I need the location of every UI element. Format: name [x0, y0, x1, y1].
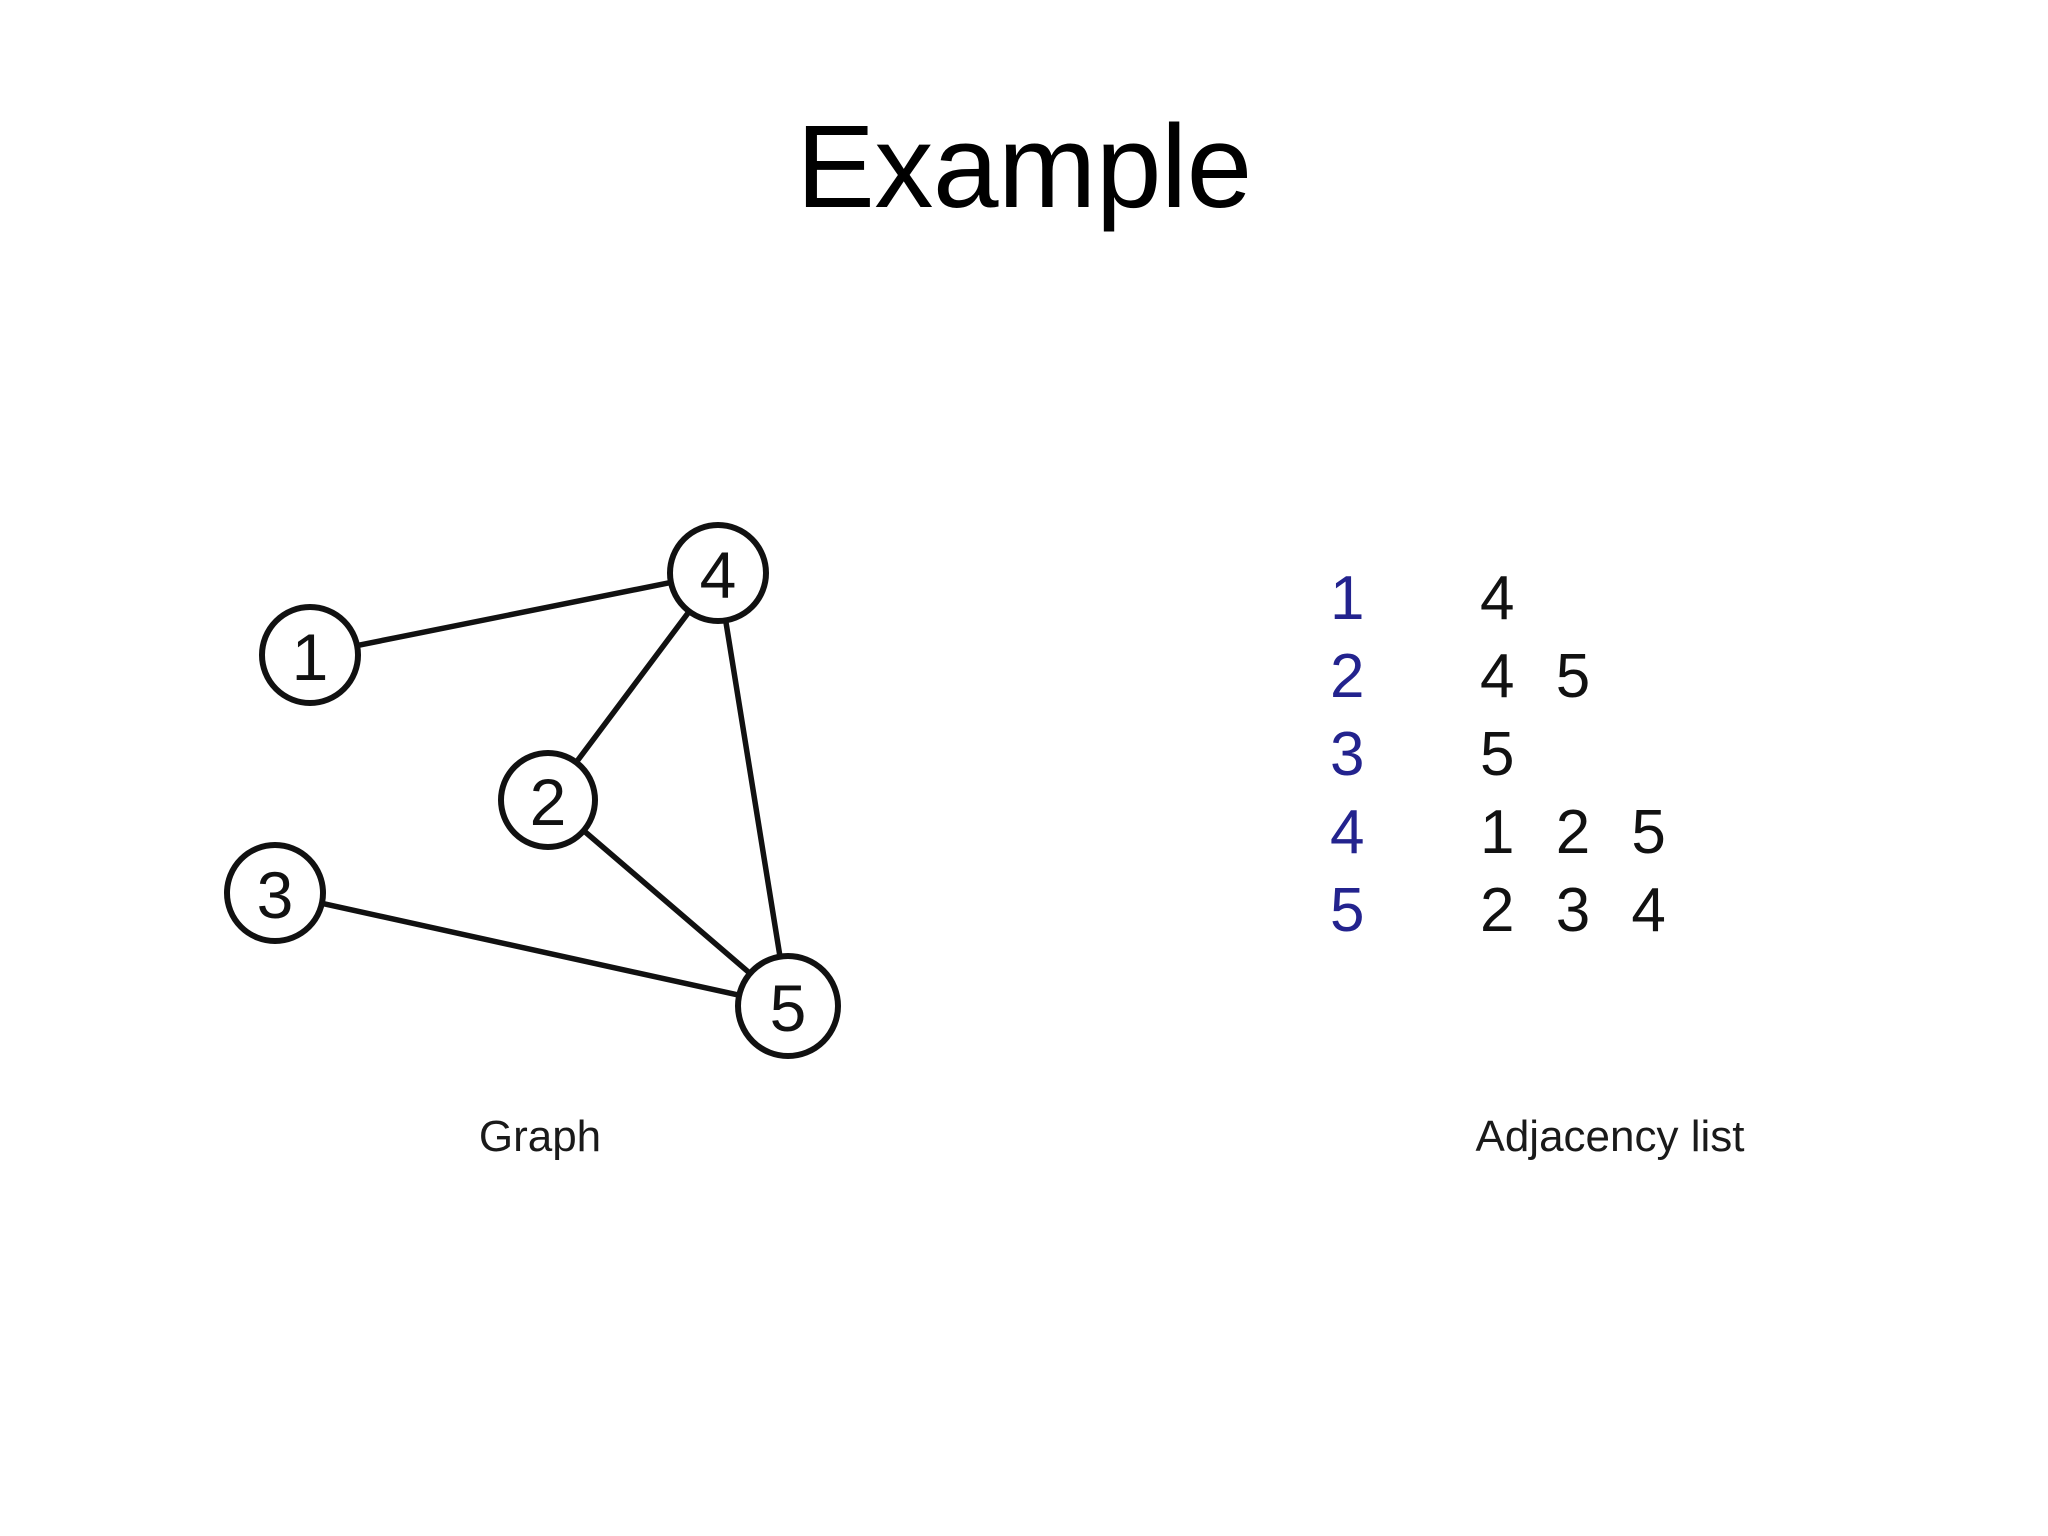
- graph-edge-4-5: [722, 617, 783, 960]
- graph-node-circle-1: [259, 604, 361, 706]
- adjacency-index-3: 3: [1330, 720, 1365, 789]
- graph-nodes-group: 1 2 3 4 5: [224, 522, 841, 1059]
- adjacency-index-5: 5: [1330, 876, 1365, 945]
- adjacency-row-2: 2 4 5: [1330, 638, 1678, 716]
- adjacency-row-4: 4 1 2 5: [1330, 794, 1678, 872]
- graph-figure: 1 2 3 4 5 Graph: [160, 490, 920, 1190]
- graph-node-3[interactable]: 3: [224, 842, 326, 944]
- adjacency-index-2: 2: [1330, 642, 1365, 711]
- graph-node-label-1: 1: [292, 620, 329, 694]
- graph-node-circle-2: [498, 750, 598, 850]
- adjacency-values-1: 4: [1480, 564, 1527, 633]
- graph-diagram: 1 2 3 4 5: [224, 522, 841, 1059]
- graph-node-2[interactable]: 2: [498, 750, 598, 850]
- graph-node-label-5: 5: [770, 971, 807, 1045]
- graph-node-circle-4: [667, 522, 769, 624]
- page-title: Example: [796, 101, 1252, 233]
- adjacency-row-5: 5 2 3 4: [1330, 872, 1678, 950]
- graph-node-label-4: 4: [700, 538, 737, 612]
- adjacency-values-3: 5: [1480, 720, 1527, 789]
- adjacency-values-2: 4 5: [1480, 642, 1603, 711]
- graph-node-label-2: 2: [530, 765, 567, 839]
- graph-edge-1-4: [354, 579, 674, 649]
- adjacency-values-5: 2 3 4: [1480, 876, 1678, 945]
- graph-node-1[interactable]: 1: [259, 604, 361, 706]
- graph-edge-3-5: [319, 900, 742, 998]
- graph-node-circle-5: [735, 953, 841, 1059]
- adjacency-values-4: 1 2 5: [1480, 798, 1678, 867]
- adjacency-index-1: 1: [1330, 564, 1365, 633]
- graph-caption: Graph: [478, 1112, 602, 1161]
- graph-node-circle-3: [224, 842, 326, 944]
- graph-edge-2-4: [573, 608, 692, 766]
- adjacency-list-caption: Adjacency list: [1475, 1112, 1745, 1161]
- graph-node-label-3: 3: [257, 858, 294, 932]
- graph-node-5[interactable]: 5: [735, 953, 841, 1059]
- graph-edges-group: [319, 579, 783, 998]
- graph-node-4[interactable]: 4: [667, 522, 769, 624]
- graph-edge-2-5: [580, 827, 753, 977]
- adjacency-index-4: 4: [1330, 798, 1365, 867]
